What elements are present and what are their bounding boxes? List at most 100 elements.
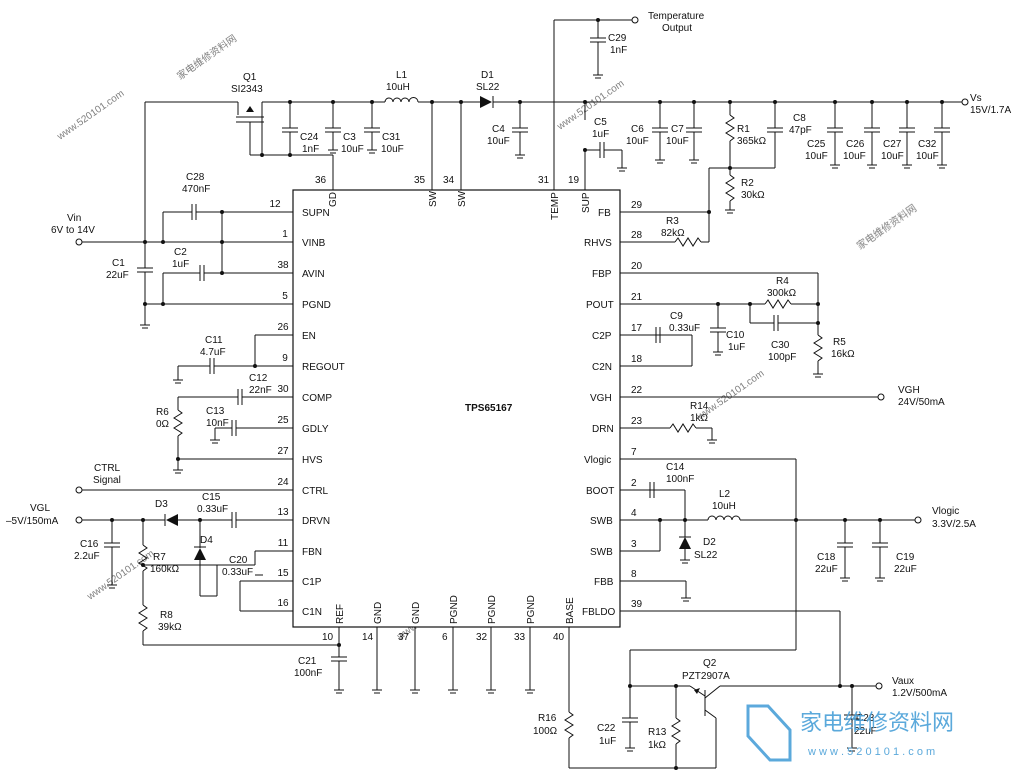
svg-text:R4: R4 [776, 276, 789, 287]
vgh-output-terminal[interactable] [877, 393, 885, 401]
svg-text:100pF: 100pF [768, 352, 796, 363]
svg-text:10uH: 10uH [386, 82, 410, 93]
svg-text:10uF: 10uF [487, 136, 510, 147]
svg-text:C6: C6 [631, 124, 644, 135]
svg-text:C11: C11 [205, 335, 223, 346]
svg-text:SL22: SL22 [694, 550, 718, 561]
svg-text:C16: C16 [80, 539, 99, 550]
svg-text:10uF: 10uF [381, 144, 404, 155]
vin-input-terminal[interactable] [75, 238, 83, 246]
svg-text:19: 19 [568, 175, 580, 186]
q1-value: SI2343 [231, 84, 263, 95]
vaux-label: Vaux [892, 676, 914, 687]
svg-text:6: 6 [442, 632, 448, 643]
svg-text:REF: REF [335, 604, 346, 624]
svg-text:1uF: 1uF [592, 129, 609, 140]
svg-text:30: 30 [277, 384, 289, 395]
vs-output-terminal[interactable] [961, 98, 969, 106]
svg-text:SUPN: SUPN [302, 208, 330, 219]
svg-text:R1: R1 [737, 124, 750, 135]
svg-text:1uF: 1uF [172, 259, 189, 270]
svg-text:C30: C30 [771, 340, 790, 351]
svg-text:4: 4 [631, 508, 637, 519]
svg-text:0.33uF: 0.33uF [669, 323, 700, 334]
svg-text:C23: C23 [856, 713, 875, 724]
svg-text:C18: C18 [817, 552, 836, 563]
ground-symbols [372, 689, 535, 694]
svg-text:SW: SW [457, 190, 468, 207]
svg-text:C12: C12 [249, 373, 268, 384]
svg-text:R14: R14 [690, 401, 709, 412]
svg-text:33: 33 [514, 632, 526, 643]
svg-text:27: 27 [277, 446, 289, 457]
svg-text:BOOT: BOOT [586, 486, 614, 497]
svg-text:31: 31 [538, 175, 550, 186]
svg-text:VGH: VGH [590, 393, 612, 404]
ground-icon [372, 689, 382, 694]
svg-text:7: 7 [631, 447, 637, 458]
svg-text:24: 24 [277, 477, 289, 488]
vaux-output-terminal[interactable] [875, 682, 883, 690]
temp-label: Temperature [648, 11, 705, 22]
svg-text:C19: C19 [896, 552, 915, 563]
temp-label-2: Output [662, 23, 692, 34]
svg-text:470nF: 470nF [182, 184, 210, 195]
vlogic-output-terminal[interactable] [914, 516, 922, 524]
svg-text:PGND: PGND [526, 595, 537, 624]
svg-text:C13: C13 [206, 406, 225, 417]
svg-text:1uF: 1uF [728, 342, 745, 353]
svg-text:GND: GND [373, 602, 384, 624]
ctrl-input-terminal[interactable] [75, 486, 83, 494]
svg-text:22uF: 22uF [894, 564, 917, 575]
temp-output-terminal[interactable] [631, 16, 639, 24]
svg-text:PZT2907A: PZT2907A [682, 671, 730, 682]
svg-text:VINB: VINB [302, 238, 326, 249]
svg-text:100Ω: 100Ω [533, 726, 558, 737]
svg-text:28: 28 [631, 230, 643, 241]
svg-text:1kΩ: 1kΩ [690, 413, 709, 424]
svg-text:34: 34 [443, 175, 455, 186]
watermark-text: 家电维修资料网 [174, 32, 239, 83]
vgl-output-terminal[interactable] [75, 516, 83, 524]
svg-text:C5: C5 [594, 117, 607, 128]
svg-text:0.33uF: 0.33uF [222, 567, 253, 578]
svg-text:1: 1 [282, 229, 288, 240]
svg-text:40: 40 [553, 632, 565, 643]
svg-text:8: 8 [631, 569, 637, 580]
svg-text:10uF: 10uF [341, 144, 364, 155]
svg-text:D1: D1 [481, 70, 494, 81]
svg-text:C22: C22 [597, 723, 616, 734]
diode-d4: D4 [194, 520, 213, 596]
